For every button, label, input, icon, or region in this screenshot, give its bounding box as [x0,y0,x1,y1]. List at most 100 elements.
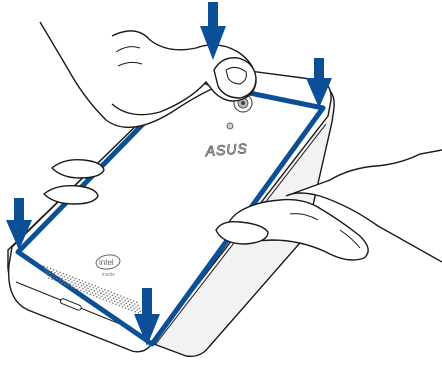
speaker-dot [56,270,58,272]
speaker-dot [72,284,74,286]
speaker-dot [70,278,72,280]
speaker-dot [138,312,140,314]
speaker-dot [110,292,112,294]
speaker-dot [137,305,139,307]
speaker-dot [80,282,82,284]
speaker-dot [116,299,118,301]
speaker-dot [70,286,72,288]
speaker-dot [104,297,106,299]
speaker-dot [88,291,90,293]
speaker-dot [72,277,74,279]
speaker-dot [133,308,135,310]
speaker-dot [99,297,101,299]
speaker-dot [112,295,114,297]
speaker-dot [94,290,96,292]
speaker-dot [82,280,84,282]
speaker-dot [128,309,130,311]
speaker-dot [123,297,125,299]
speaker-dot [108,293,110,295]
speaker-dot [104,289,106,291]
speaker-dot [54,272,56,274]
speaker-dot [103,294,105,296]
speaker-dot [118,305,120,307]
speaker-dot [102,299,104,301]
speaker-dot [105,292,107,294]
speaker-dot [120,303,122,305]
speaker-dot [46,267,48,269]
speaker-dot [52,274,54,276]
speaker-dot [48,277,50,279]
speaker-dot [119,300,121,302]
speaker-dot [53,269,55,271]
speaker-dot [132,305,134,307]
speaker-dot [74,287,76,289]
left-hand-finger-1 [52,160,104,178]
speaker-dot [78,284,80,286]
speaker-dot [60,275,62,277]
speaker-dot [84,286,86,288]
speaker-dot [129,304,131,306]
speaker-dot [77,289,79,291]
speaker-dot [98,287,100,289]
speaker-dot [115,296,117,298]
speaker-dot [59,272,61,274]
speaker-dot [126,303,128,305]
speaker-dot [65,279,67,281]
speaker-dot [126,298,128,300]
speaker-dot [134,303,136,305]
speaker-dot [90,289,92,291]
speaker-dot [97,291,99,293]
speaker-dot [96,288,98,290]
speaker-dot [85,289,87,291]
camera-lens-center [241,101,245,105]
speaker-dot [140,311,142,313]
speaker-dot [110,296,112,298]
speaker-dot [92,292,94,294]
speaker-dot [62,278,64,280]
speaker-dot [93,295,95,297]
speaker-dot [74,283,76,285]
speaker-dot [56,278,58,280]
speaker-dot [108,298,110,300]
speaker-dot [58,281,60,283]
speaker-dot [98,294,100,296]
speaker-dot [135,306,137,308]
speaker-dot [82,288,84,290]
speaker-dot [78,279,80,281]
speaker-dot [99,290,101,292]
speaker-dot [66,274,68,276]
asus-logo: ASUS [204,140,248,159]
speaker-dot [101,288,103,290]
speaker-dot [124,300,126,302]
speaker-dot [60,279,62,281]
speaker-dot [122,306,124,308]
speaker-dot [51,271,53,273]
speaker-dot [86,292,88,294]
speaker-dot [79,287,81,289]
speaker-dot [112,302,114,304]
speaker-dot [127,306,129,308]
speaker-dot [120,295,122,297]
speaker-dot [117,302,119,304]
speaker-dot [85,282,87,284]
speaker-dot [83,283,85,285]
speaker-dot [76,286,78,288]
speaker-dot [76,281,78,283]
speaker-dot [46,271,48,273]
speaker-dot [106,295,108,297]
speaker-dot [109,301,111,303]
intel-logo-text: intel [99,258,114,267]
speaker-dot [55,275,57,277]
speaker-dot [138,308,140,310]
speaker-dot [101,296,103,298]
speaker-dot [95,293,97,295]
speaker-dot [53,277,55,279]
speaker-dot [130,307,132,309]
speaker-dot [96,296,98,298]
speaker-dot [114,301,116,303]
speaker-dot [68,280,70,282]
speaker-dot [44,268,46,270]
speaker-dot [64,276,66,278]
speaker-dot [50,276,52,278]
speaker-dot [69,275,71,277]
